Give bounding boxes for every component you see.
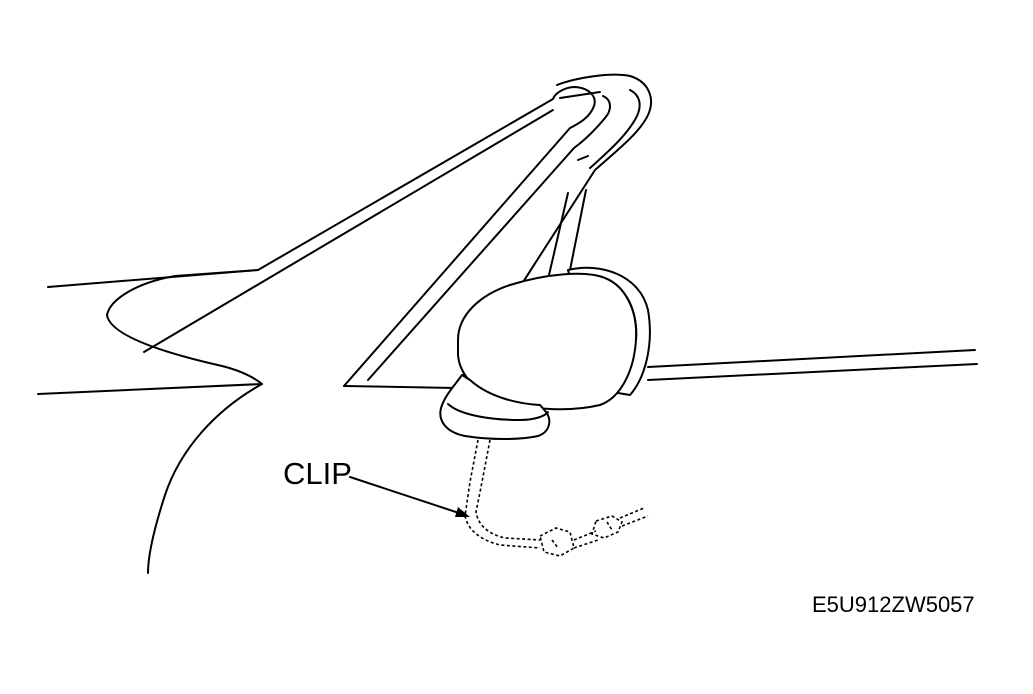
mirror-stay [548,189,587,276]
window-frame [106,73,652,389]
mirror-harness [464,439,649,557]
figure-code: E5U912ZW5057 [812,592,975,617]
clip-label: CLIP [283,456,352,491]
belt-line-lower [37,383,456,395]
clip-leader [349,476,470,517]
clip-leader-arrowhead [455,507,470,517]
door-front-edge [147,383,263,574]
mirror-housing [457,266,651,411]
mirror-base [439,374,551,440]
